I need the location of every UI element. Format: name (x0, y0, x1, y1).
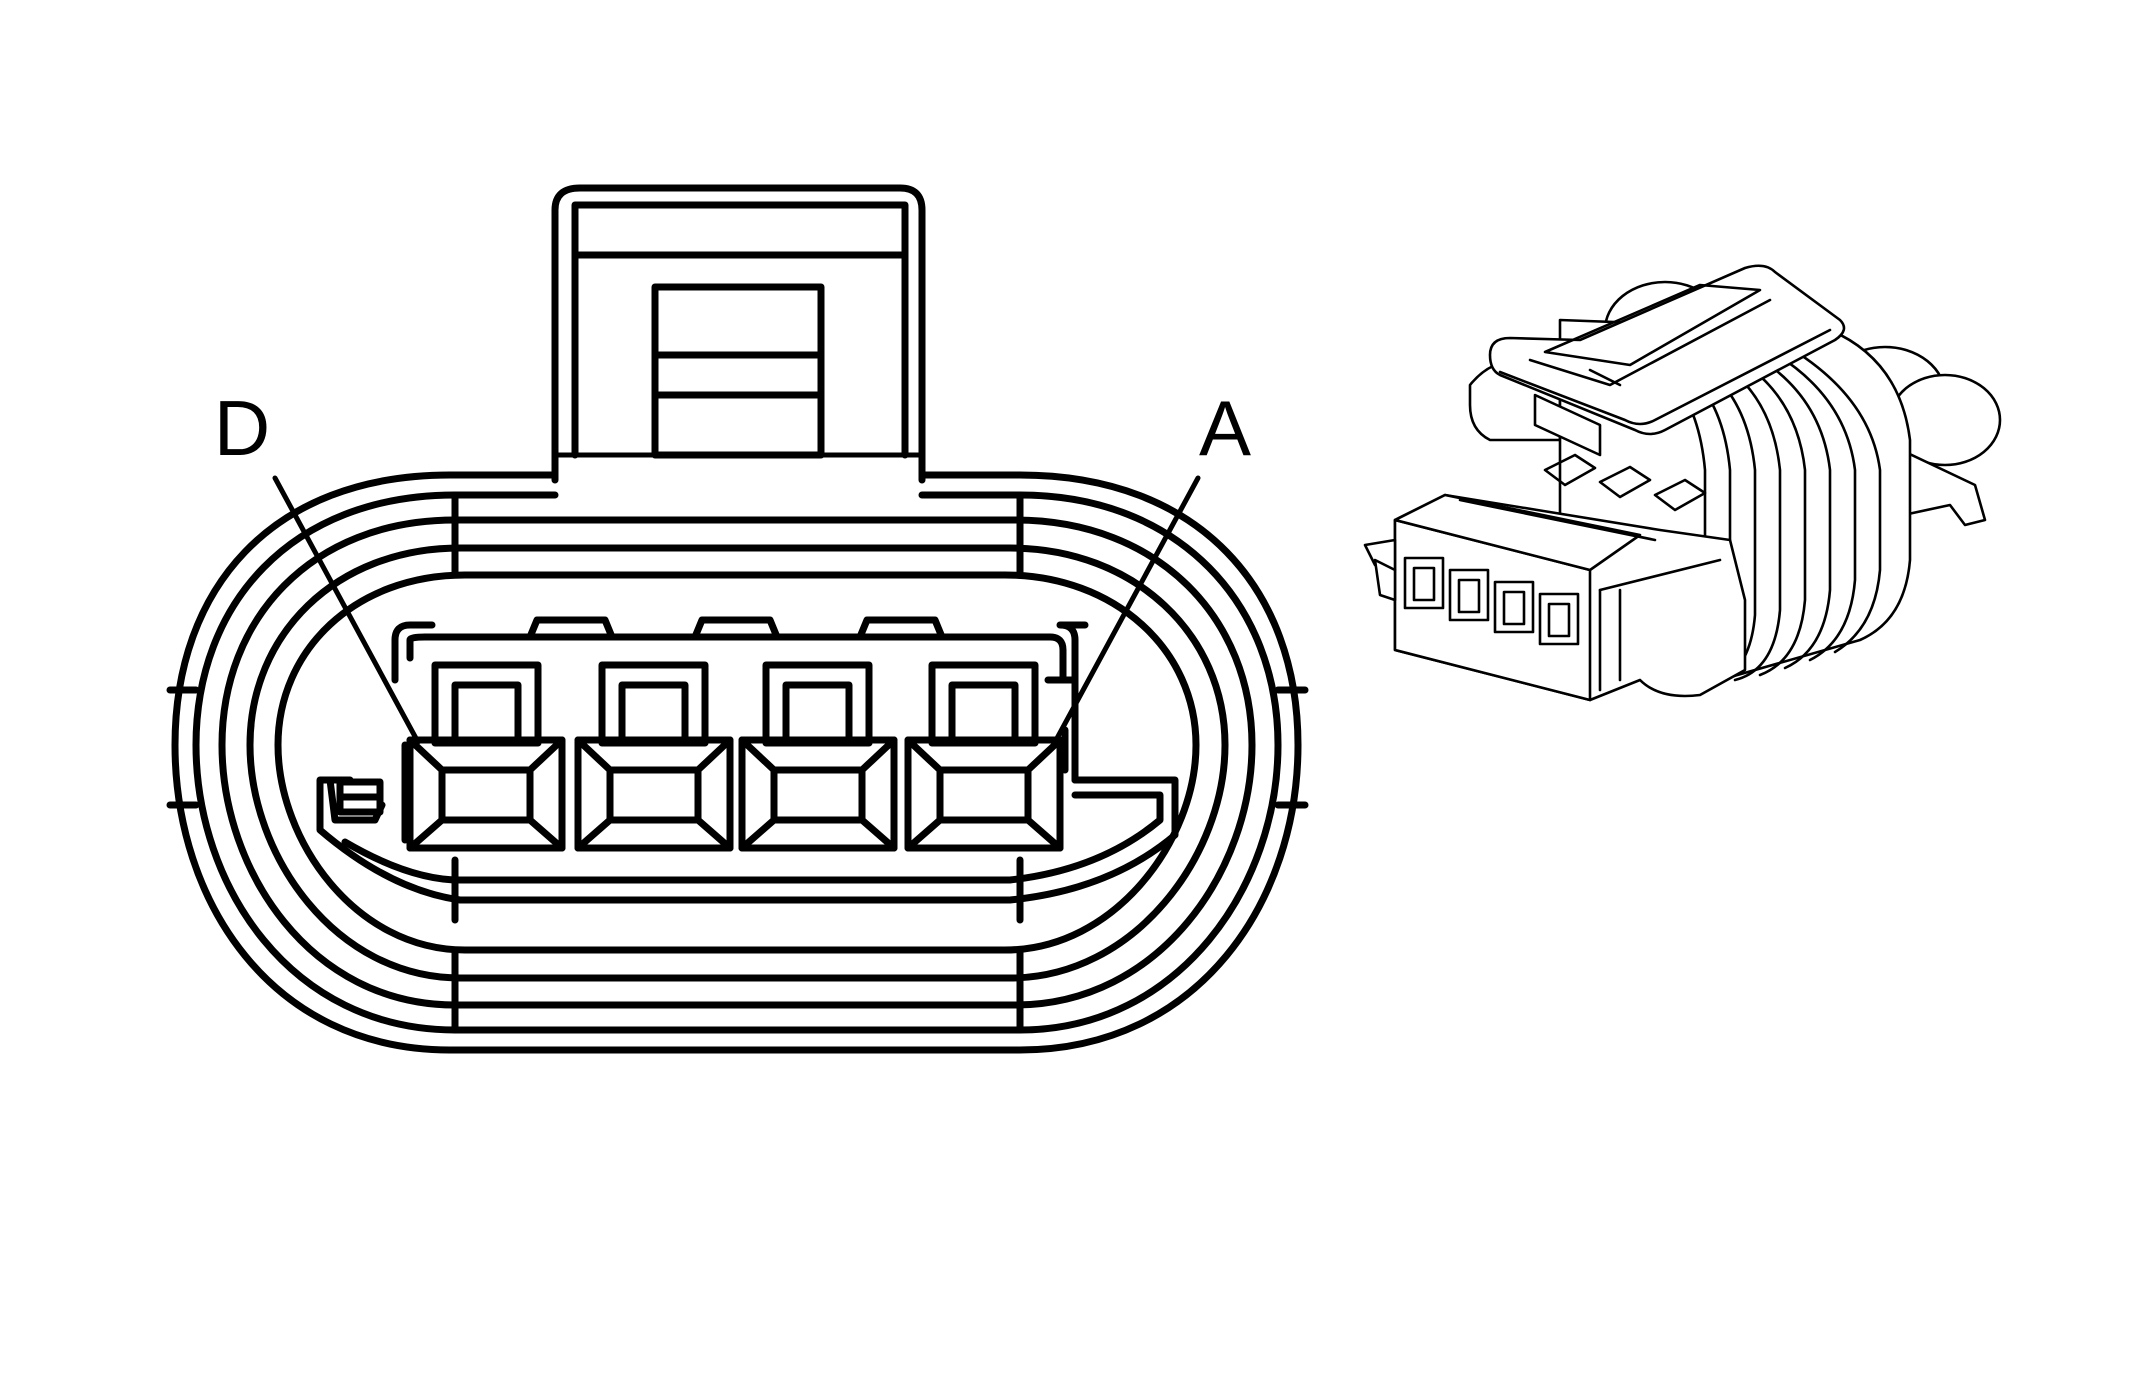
pin-callouts: D A (214, 384, 1251, 745)
cavity-d (406, 661, 566, 852)
cavity-c (574, 661, 734, 852)
shell-outer-rings (166, 471, 1309, 1054)
locking-latch (1488, 264, 1846, 457)
cavity-housing (316, 616, 1179, 904)
terminal-windows (1403, 556, 1580, 646)
cavities (406, 661, 1064, 852)
leader-line-d (272, 475, 421, 745)
connector-isometric-view (1363, 264, 2002, 702)
locking-tab (551, 184, 926, 484)
connector-face-view: D A (166, 184, 1309, 1054)
cavity-a (904, 661, 1064, 852)
front-housing (1363, 453, 1747, 702)
pin-label-a: A (1199, 384, 1251, 472)
cavity-b (738, 661, 898, 852)
leader-line-a (1052, 475, 1201, 745)
pin-label-d: D (214, 384, 270, 472)
